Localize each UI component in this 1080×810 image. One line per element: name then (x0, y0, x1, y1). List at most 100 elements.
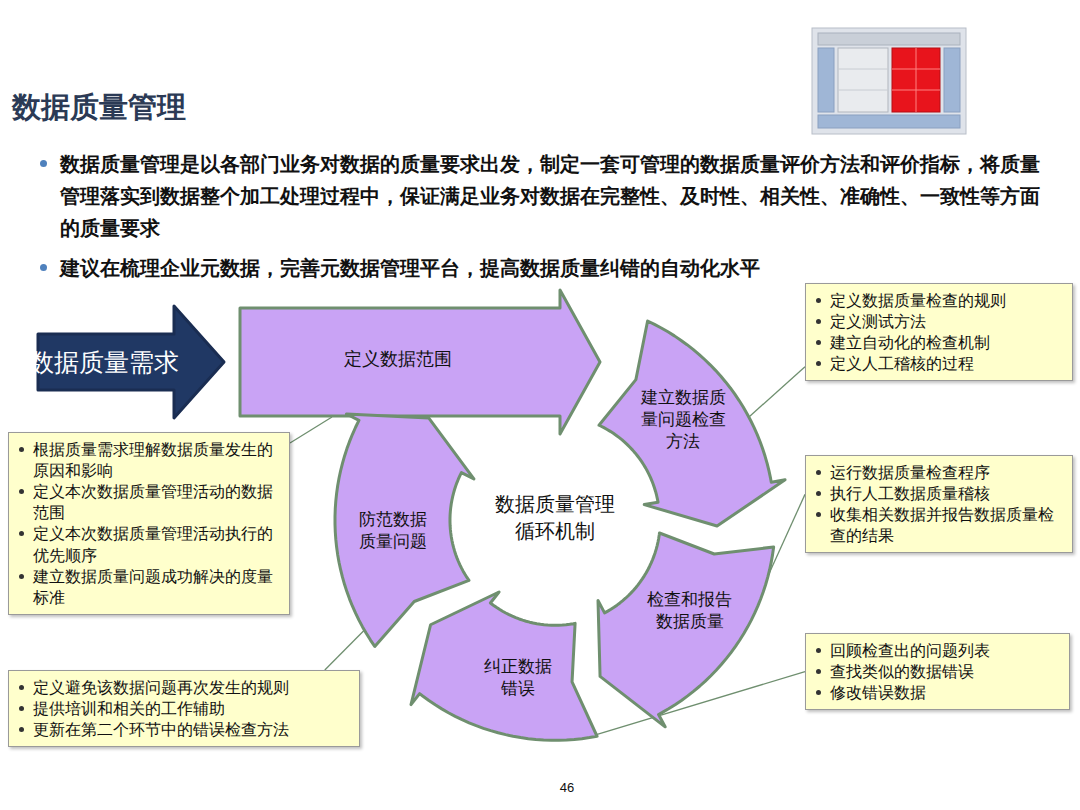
step-label: 防范数据质量问题 (356, 509, 430, 553)
node-text-wrap: 检查和报告数据质量 (646, 589, 734, 633)
label-text: 数据质量管理循环机制 (490, 491, 620, 545)
node-text-wrap: 建立数据质量问题检查方法 (637, 387, 729, 453)
bullet-text: 定义数据质量检查的规则 (830, 290, 1064, 311)
node-text-wrap: 定义数据范围 (323, 348, 473, 371)
bullet-text: 定义人工稽核的过程 (830, 353, 1064, 374)
bullet-text: 更新在第二个环节中的错误检查方法 (33, 719, 351, 740)
bullet-item: 更新在第二个环节中的错误检查方法 (17, 719, 351, 740)
bullet-dot (816, 512, 821, 517)
bullet-text: 根据质量需求理解数据质量发生的原因和影响 (33, 439, 281, 481)
bullet-dot (19, 489, 24, 494)
bullet-item: 定义避免该数据问题再次发生的规则 (17, 677, 351, 698)
input-arrow: 数据质量需求 (34, 302, 228, 422)
cycle-step-arrow: 建立数据质量问题检查方法 (595, 317, 789, 530)
bullet-dot (816, 690, 821, 695)
bullet-dot (19, 685, 24, 690)
intro-paragraph: 数据质量管理是以各部门业务对数据的质量要求出发，制定一套可管理的数据质量评价方法… (60, 148, 1050, 244)
bullet-item: 收集相关数据并报告数据质量检查的结果 (814, 504, 1064, 546)
thumbnail-grey-block (838, 48, 888, 112)
label-text: 建议在梳理企业元数据，完善元数据管理平台，提高数据质量纠错的自动化水平 (60, 252, 1050, 284)
bullet-dot (816, 340, 821, 345)
bullet-text: 运行数据质量检查程序 (830, 462, 1064, 483)
cycle-center-label: 数据质量管理循环机制 (490, 491, 620, 545)
bullet-dot (816, 361, 821, 366)
leader-connector (325, 630, 365, 670)
node-outline (598, 533, 774, 727)
label-text: 数据质量管理是以各部门业务对数据的质量要求出发，制定一套可管理的数据质量评价方法… (60, 148, 1050, 244)
step-label: 建立数据质量问题检查方法 (637, 387, 729, 453)
node-text-wrap: 纠正数据错误 (480, 656, 556, 700)
bullet-dot (816, 298, 821, 303)
cycle-step-arrow: 防范数据质量问题 (331, 410, 478, 650)
note-callout: 定义数据质量检查的规则定义测试方法建立自动化的检查机制定义人工稽核的过程 (805, 283, 1073, 381)
thumbnail-grid-line (838, 69, 888, 70)
bullet-item: 修改错误数据 (814, 682, 1061, 703)
node-text-wrap: 数据质量需求 (16, 346, 192, 379)
bullet-dot (816, 319, 821, 324)
leader-connector (749, 367, 805, 417)
bullet-dot (816, 669, 821, 674)
step-label: 数据质量需求 (16, 346, 192, 379)
bullet-item: 提供培训和相关的工作辅助 (17, 698, 351, 719)
bullet-dot (19, 706, 24, 711)
bullet-item: 定义本次数据质量管理活动的数据范围 (17, 481, 281, 523)
bullet-dot (816, 648, 821, 653)
note-callout: 回顾检查出的问题列表查找类似的数据错误修改错误数据 (805, 633, 1070, 710)
bullet-item: 回顾检查出的问题列表 (814, 640, 1061, 661)
thumbnail-grid-line (838, 90, 888, 91)
bullet-item: 运行数据质量检查程序 (814, 462, 1064, 483)
bullet-dot (816, 491, 821, 496)
bullet-item: 建立数据质量问题成功解决的度量标准 (17, 566, 281, 608)
bullet-text: 查找类似的数据错误 (830, 661, 1061, 682)
thumbnail-grid-line (916, 48, 917, 112)
bullet-dot (40, 160, 47, 167)
bullet-item: 定义本次数据质量管理活动执行的优先顺序 (17, 523, 281, 565)
bullet-text: 回顾检查出的问题列表 (830, 640, 1061, 661)
node-outline (599, 321, 785, 526)
bullet-item: 定义测试方法 (814, 311, 1064, 332)
bullet-text: 修改错误数据 (830, 682, 1061, 703)
bullet-item: 执行人工数据质量稽核 (814, 483, 1064, 504)
cycle-step-arrow: 纠正数据错误 (407, 588, 601, 744)
step-label: 定义数据范围 (323, 348, 473, 371)
bullet-dot (19, 447, 24, 452)
bullet-text: 执行人工数据质量稽核 (830, 483, 1064, 504)
thumbnail-top-bar (818, 33, 960, 45)
platform-thumbnail (812, 28, 966, 134)
bullet-item: 定义数据质量检查的规则 (814, 290, 1064, 311)
bullet-dot (19, 531, 24, 536)
label-text: 46 (540, 780, 594, 797)
node-outline (411, 592, 597, 740)
intro-paragraph: 建议在梳理企业元数据，完善元数据管理平台，提高数据质量纠错的自动化水平 (60, 252, 1050, 284)
step-label: 纠正数据错误 (480, 656, 556, 700)
note-callout: 定义避免该数据问题再次发生的规则提供培训和相关的工作辅助更新在第二个环节中的错误… (8, 670, 360, 747)
step-label: 检查和报告数据质量 (646, 589, 734, 633)
thumbnail-pillar (818, 48, 834, 112)
thumbnail-base-bar (818, 115, 960, 128)
leader-connector (290, 417, 332, 443)
node-outline (240, 290, 600, 434)
slide-title: 数据质量管理 (12, 88, 186, 128)
bullet-item: 建立自动化的检查机制 (814, 332, 1064, 353)
bullet-text: 建立数据质量问题成功解决的度量标准 (33, 566, 281, 608)
bullet-text: 提供培训和相关的工作辅助 (33, 698, 351, 719)
cycle-step-arrow: 定义数据范围 (236, 286, 604, 438)
cycle-step-arrow: 检查和报告数据质量 (594, 529, 778, 731)
node-outline (335, 414, 474, 646)
bullet-text: 定义本次数据质量管理活动的数据范围 (33, 481, 281, 523)
node-shape (331, 410, 478, 650)
bullet-text: 收集相关数据并报告数据质量检查的结果 (830, 504, 1064, 546)
bullet-item: 定义人工稽核的过程 (814, 353, 1064, 374)
note-callout: 根据质量需求理解数据质量发生的原因和影响定义本次数据质量管理活动的数据范围定义本… (8, 432, 290, 615)
bullet-dot (19, 727, 24, 732)
bullet-item: 查找类似的数据错误 (814, 661, 1061, 682)
bullet-text: 定义测试方法 (830, 311, 1064, 332)
page-number: 46 (540, 780, 594, 797)
bullet-dot (816, 470, 821, 475)
bullet-dot (40, 264, 47, 271)
bullet-text: 定义本次数据质量管理活动执行的优先顺序 (33, 523, 281, 565)
thumbnail-red-block (892, 48, 940, 112)
thumbnail-pillar (944, 48, 960, 112)
node-text-wrap: 防范数据质量问题 (356, 509, 430, 553)
